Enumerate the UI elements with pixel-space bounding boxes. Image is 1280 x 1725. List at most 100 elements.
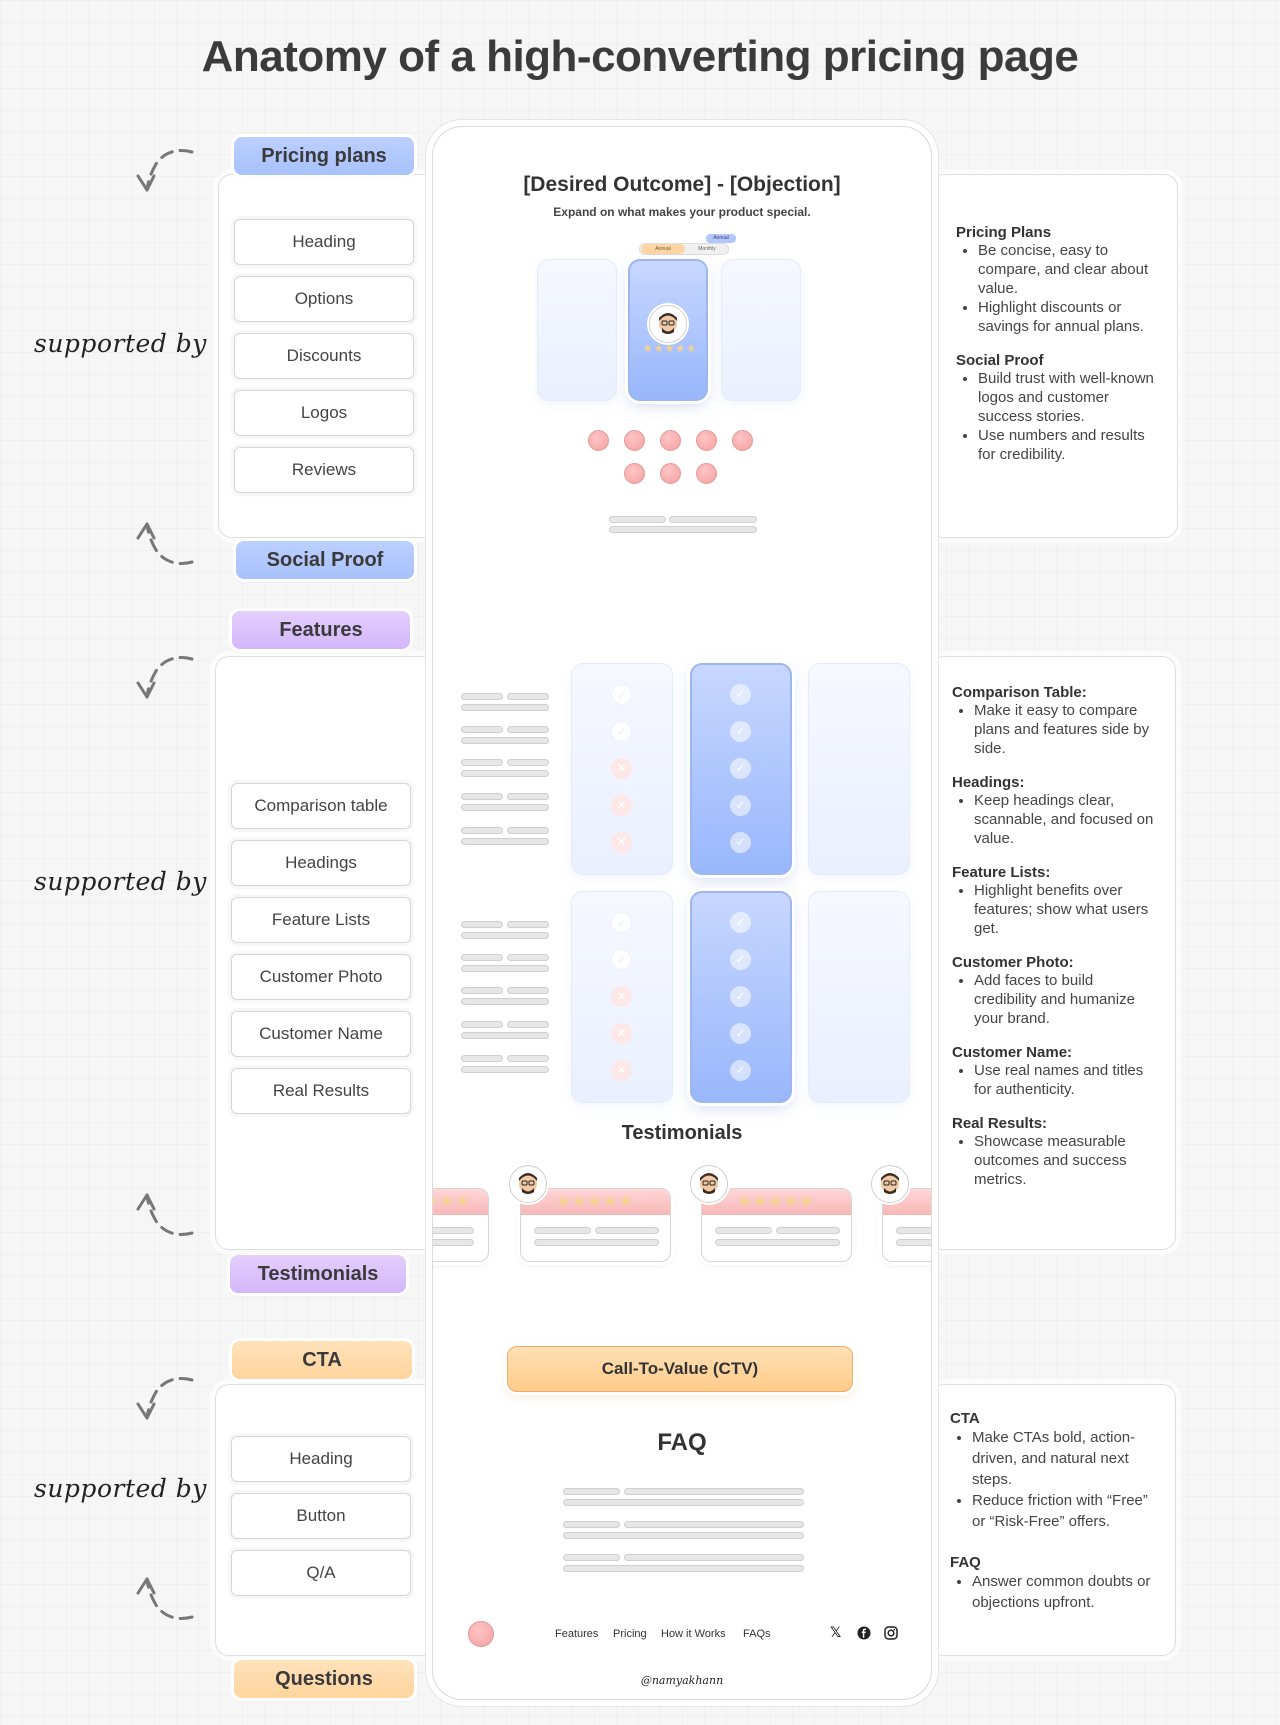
check-icon: ✓ [730,949,751,970]
item-real-results: Real Results [231,1068,411,1114]
feature-label-line [461,998,549,1005]
note-heading: Social Proof [956,352,1044,369]
testimonial-card: ★★★★★ [433,1188,489,1262]
cross-icon: ✕ [611,758,632,779]
customer-avatar-icon [690,1165,728,1203]
footer-link-pricing[interactable]: Pricing [613,1628,647,1640]
logo-dot [696,430,717,451]
feature-label-line [507,954,549,961]
instagram-icon[interactable] [884,1626,898,1640]
feature-label-line [507,987,549,994]
faq-heading: FAQ [657,1429,707,1456]
check-icon: ✓ [730,758,751,779]
customer-avatar-icon [649,305,687,343]
notes-panel-cta: CTA Make CTAs bold, action-driven, and n… [930,1384,1176,1656]
note-bullet: Make it easy to compare plans and featur… [974,701,1155,758]
feature-label-line [461,759,503,766]
feature-label-line [507,759,549,766]
customer-avatar-icon [509,1165,547,1203]
feature-label-line [461,838,549,845]
faq-answer-line [563,1532,804,1539]
tab-testimonials: Testimonials [230,1255,406,1293]
mock-headline: [Desired Outcome] - [Objection] [523,173,841,196]
item-comparison-table: Comparison table [231,783,411,829]
curved-arrow-icon [136,1377,194,1420]
rating-stars: ★★★★★ [642,343,698,355]
note-heading: Headings: [952,774,1025,791]
check-icon: ✓ [730,832,751,853]
check-icon: ✓ [730,721,751,742]
tab-questions: Questions [234,1660,414,1698]
supported-by-label-2: supported by [34,867,207,896]
cross-icon: ✕ [611,795,632,816]
faq-question-line[interactable] [624,1488,804,1495]
x-social-icon[interactable]: 𝕏 [830,1624,842,1640]
pricing-card-basic [537,259,617,401]
testimonial-text-line [534,1239,659,1246]
item-heading: Heading [234,219,414,265]
check-icon: ✓ [730,684,751,705]
logo-dot [732,430,753,451]
item-customer-name: Customer Name [231,1011,411,1057]
call-to-value-button[interactable]: Call-To-Value (CTV) [507,1346,853,1392]
note-bullet: Make CTAs bold, action-driven, and natur… [972,1427,1155,1490]
check-icon: ✓ [730,1060,751,1081]
feature-label-line [461,1055,503,1062]
faq-answer-line [563,1499,804,1506]
check-icon: ✓ [730,986,751,1007]
feature-label-line [461,965,549,972]
feature-label-line [461,770,549,777]
footer-logo[interactable] [468,1621,494,1647]
check-icon: ✓ [611,949,632,970]
testimonial-text-line [896,1239,931,1246]
curved-arrow-icon [136,1577,194,1620]
faq-question-line[interactable] [563,1554,620,1561]
testimonial-stars: ★★★★★ [521,1189,670,1215]
item-customer-photo: Customer Photo [231,954,411,1000]
customer-avatar-icon [871,1165,909,1203]
feature-label-line [461,1066,549,1073]
item-qa: Q/A [231,1550,411,1596]
note-bullet: Build trust with well-known logos and cu… [978,369,1155,426]
faq-question-line[interactable] [624,1521,804,1528]
cross-icon: ✕ [611,1060,632,1081]
testimonial-text-line [776,1227,840,1234]
tab-features: Features [232,611,410,649]
note-heading: CTA [950,1410,980,1427]
feature-label-line [461,921,503,928]
note-heading: Pricing Plans [956,224,1052,241]
cross-icon: ✕ [611,832,632,853]
faq-question-line[interactable] [563,1488,620,1495]
page-title: Anatomy of a high-converting pricing pag… [201,32,1079,81]
testimonial-card: ★★★★★ [520,1188,671,1262]
feature-label-line [461,932,549,939]
item-discounts: Discounts [234,333,414,379]
logo-dot [660,430,681,451]
feature-label-line [461,804,549,811]
logo-dot [624,430,645,451]
toggle-annual[interactable]: Annual [641,244,685,254]
testimonial-stars: ★★★★★ [433,1189,488,1215]
footer-link-features[interactable]: Features [555,1628,599,1640]
facebook-icon[interactable] [857,1626,871,1640]
footer-link-how-it-works[interactable]: How it Works [661,1628,726,1640]
note-bullet: Highlight discounts or savings for annua… [978,298,1155,336]
note-bullet: Keep headings clear, scannable, and focu… [974,791,1155,848]
curved-arrow-icon [136,522,194,565]
logo-dot [624,463,645,484]
check-icon: ✓ [730,912,751,933]
feature-label-line [461,704,549,711]
faq-question-line[interactable] [624,1554,804,1561]
tab-social-proof: Social Proof [236,541,414,579]
footer-link-faqs[interactable]: FAQs [743,1628,771,1640]
feature-label-line [461,987,503,994]
toggle-monthly[interactable]: Monthly [698,246,716,252]
item-logos: Logos [234,390,414,436]
faq-question-line[interactable] [563,1521,620,1528]
note-heading: Feature Lists: [952,864,1051,881]
item-headings: Headings [231,840,411,886]
supported-by-label-3: supported by [34,1474,207,1503]
testimonial-text-line [595,1227,659,1234]
review-text-line [609,526,757,533]
comparison-column-premium [808,891,910,1103]
